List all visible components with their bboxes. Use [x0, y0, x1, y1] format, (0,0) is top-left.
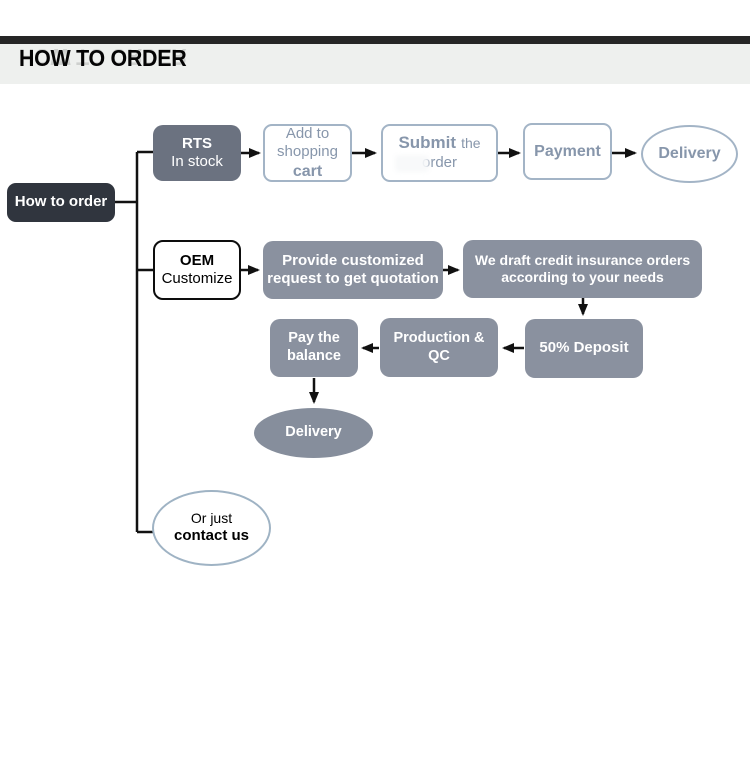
node-line-1: Add to — [285, 124, 330, 142]
node-label: How to order — [14, 193, 108, 211]
node-title: RTS — [182, 134, 212, 152]
node-line-2: contact us — [173, 527, 249, 545]
node-line-3: cart — [292, 162, 323, 180]
node-oem-customize: OEM Customize — [153, 240, 241, 300]
node-add-to-cart: Add to shopping cart — [263, 124, 352, 182]
node-line-2: according to your needs — [501, 269, 664, 285]
node-title: OEM — [179, 251, 215, 269]
node-line-1: Production & — [393, 329, 485, 346]
node-line-2: shopping — [277, 143, 338, 161]
node-provide-request: Provide customized request to get quotat… — [263, 241, 443, 299]
watermark-smudge — [395, 155, 429, 172]
node-label: Delivery — [658, 145, 721, 163]
node-draft-orders: We draft credit insurance orders accordi… — [463, 240, 702, 298]
node-label: Payment — [534, 142, 601, 160]
node-payment: Payment — [523, 123, 612, 180]
node-production-qc: Production & QC — [380, 318, 498, 377]
node-line-1: Or just — [190, 510, 233, 527]
node-subtitle: Customize — [161, 270, 233, 287]
node-line-1: Pay the — [288, 330, 340, 347]
section-header: HOW TO ORDER HOW TO ORDER — [0, 44, 750, 84]
node-line-1-bold: Submit — [398, 133, 457, 153]
node-pay-balance: Pay the balance — [270, 319, 358, 377]
node-contact-us: Or just contact us — [152, 490, 271, 566]
node-line-1-rest: the — [461, 135, 481, 152]
node-line-1: We draft credit insurance orders — [474, 251, 691, 268]
header-divider-bar — [0, 36, 750, 44]
section-title: HOW TO ORDER — [19, 45, 187, 71]
node-line-2: QC — [428, 347, 450, 364]
node-subtitle: In stock — [171, 153, 223, 170]
node-line-2: balance — [287, 348, 341, 364]
node-label: Delivery — [285, 424, 342, 441]
node-rts-in-stock: RTS In stock — [153, 125, 241, 181]
section-title-reflection: HOW TO ORDER — [19, 44, 187, 70]
node-delivery-rts: Delivery — [641, 125, 738, 183]
node-line-2: order — [421, 154, 458, 172]
node-delivery-oem: Delivery — [254, 408, 373, 458]
node-how-to-order: How to order — [7, 183, 115, 222]
node-line-2: request to get quotation — [267, 270, 439, 287]
node-label: 50% Deposit — [539, 339, 629, 357]
node-deposit: 50% Deposit — [525, 319, 643, 378]
node-line-1: Provide customized — [282, 251, 424, 269]
trunk-lines — [115, 150, 157, 534]
